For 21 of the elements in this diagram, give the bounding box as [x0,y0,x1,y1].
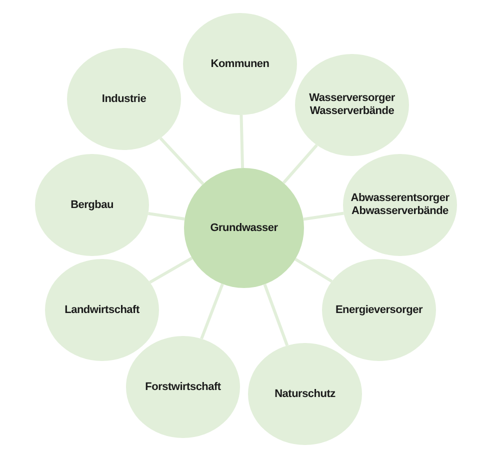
connector-line [294,258,333,283]
node-label: Abwasserverbände [352,205,448,218]
node-label: Forstwirtschaft [145,380,221,394]
node-label: Abwasserentsorger [350,192,450,205]
node-label: Grundwasser [210,222,278,234]
node-label: Wasserversorger [309,92,395,105]
node-label: Wasserverbände [310,105,394,118]
connector-line [149,256,193,284]
node-label: Naturschutz [274,388,336,400]
connector-line [303,212,344,221]
connector-line [240,114,244,168]
node-label: Kommunen [210,58,270,70]
connector-line [148,212,185,220]
node-label: Landwirtschaft [64,304,140,316]
connector-line [263,284,289,346]
node-label: Bergbau [70,198,114,212]
node-label: Industrie [102,92,146,106]
connector-line [159,137,204,186]
node-label: Energieversorger [335,304,423,316]
connector-line [282,144,318,184]
connector-line [200,283,224,340]
